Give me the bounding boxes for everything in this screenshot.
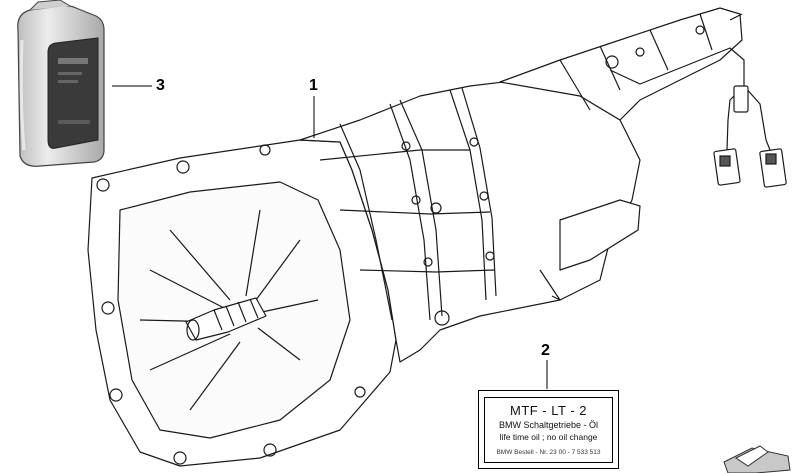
oil-bottle-illustration	[17, 0, 105, 167]
oil-label-order-number: BMW Bestell - Nr. 23 00 - 7 533 513	[496, 449, 601, 456]
callout-3: 3	[156, 77, 165, 94]
gearbox-illustration	[87, 7, 767, 467]
direction-arrow-icon	[723, 445, 791, 473]
oil-label-sticker: MTF - LT - 2 BMW Schaltgetriebe - Öl lif…	[478, 390, 619, 469]
oil-label-subtitle: BMW Schaltgetriebe - Öl	[498, 420, 599, 430]
oil-label-note: life time oil ; no oil change	[499, 432, 598, 442]
callout-1: 1	[309, 77, 318, 94]
sensor-connector-right	[726, 119, 787, 188]
sensor-connector-left	[713, 85, 749, 186]
oil-label-title: MTF - LT - 2	[509, 403, 588, 418]
oil-label-inner-frame: MTF - LT - 2 BMW Schaltgetriebe - Öl lif…	[484, 397, 613, 463]
callout-2: 2	[541, 342, 550, 359]
